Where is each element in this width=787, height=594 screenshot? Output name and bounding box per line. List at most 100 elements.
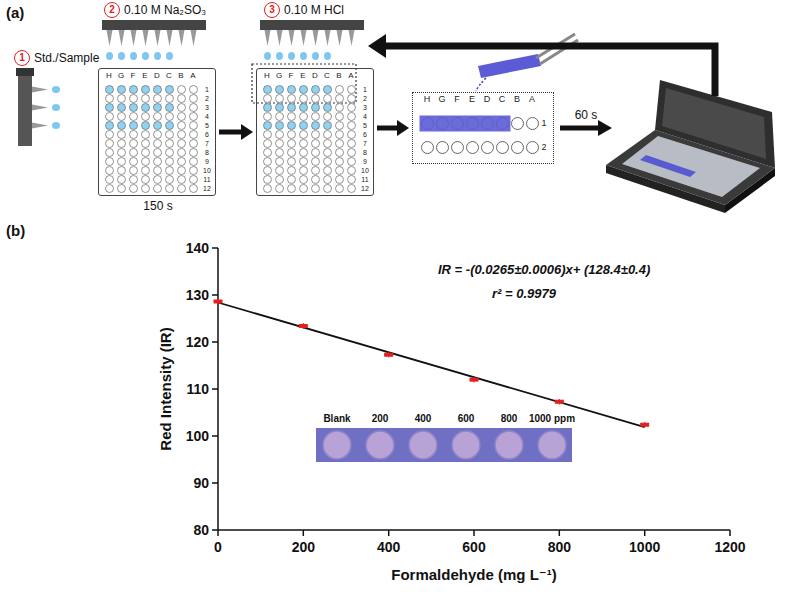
well: [288, 185, 296, 193]
well: [300, 149, 308, 157]
well: [130, 176, 138, 184]
arrow-head: [397, 120, 409, 136]
well: [106, 131, 114, 139]
selection-box: [252, 64, 356, 103]
tick-label: 80: [193, 522, 209, 539]
row-letter: G: [435, 94, 449, 104]
well: [276, 176, 284, 184]
drop: [52, 104, 60, 111]
well: [130, 149, 138, 157]
arrow-head: [598, 120, 612, 136]
well: [324, 86, 332, 94]
well: [512, 142, 524, 154]
well: [312, 86, 320, 94]
drop: [264, 52, 271, 60]
well: [142, 131, 150, 139]
well: [118, 185, 126, 193]
inset-photo: [316, 428, 572, 462]
row-letter: H: [420, 94, 434, 104]
well: [166, 158, 174, 166]
flow-arrow: [219, 124, 253, 140]
well: [118, 113, 126, 121]
well: [276, 113, 284, 121]
column-number: 5: [357, 121, 373, 130]
pipette-tip: [349, 30, 355, 46]
well: [312, 104, 320, 112]
well: [276, 86, 284, 94]
well: [336, 140, 344, 148]
well-plate: HGFEDCBA123456789101112150 s: [98, 68, 216, 196]
arrow-head: [241, 124, 253, 140]
well: [312, 122, 320, 130]
well: [154, 122, 162, 130]
tick-label: 1000: [629, 539, 660, 556]
well: [130, 113, 138, 121]
well: [264, 95, 272, 103]
pipette-tip: [167, 30, 173, 46]
column-number: 6: [199, 130, 215, 139]
well: [142, 140, 150, 148]
column-number: 4: [199, 112, 215, 121]
well: [336, 122, 344, 130]
well: [264, 167, 272, 175]
well: [118, 86, 126, 94]
column-number: 3: [199, 103, 215, 112]
well: [324, 149, 332, 157]
row-letter: H: [103, 71, 115, 80]
well: [348, 140, 356, 148]
row-letter: D: [151, 71, 163, 80]
well: [312, 167, 320, 175]
well: [154, 167, 162, 175]
row-letter: D: [309, 71, 321, 80]
leader-line: [476, 78, 486, 91]
column-number: 8: [199, 148, 215, 157]
well: [324, 95, 332, 103]
row-letter: C: [321, 71, 333, 80]
pipette-tip: [107, 30, 113, 46]
well: [348, 176, 356, 184]
reagent-label: 0.10 M HCl: [284, 3, 344, 17]
tick-label: 400: [377, 539, 400, 556]
well: [190, 185, 198, 193]
pipette-tip: [131, 30, 137, 46]
tick-label: 140: [186, 240, 209, 257]
well: [300, 86, 308, 94]
drop: [312, 52, 319, 60]
well: [106, 185, 114, 193]
drop: [324, 52, 331, 60]
well: [276, 158, 284, 166]
column-number: 7: [199, 139, 215, 148]
well: [312, 185, 320, 193]
well: [336, 176, 344, 184]
row-letter: E: [139, 71, 151, 80]
well: [336, 167, 344, 175]
well: [178, 104, 186, 112]
well: [190, 176, 198, 184]
drop: [118, 52, 125, 60]
well: [288, 104, 296, 112]
well: [276, 185, 284, 193]
well: [467, 142, 479, 154]
well: [312, 176, 320, 184]
column-number: 10: [357, 166, 373, 175]
well: [118, 167, 126, 175]
well: [336, 185, 344, 193]
well: [324, 122, 332, 130]
well: [166, 122, 174, 130]
well: [288, 167, 296, 175]
row-letter: A: [525, 94, 539, 104]
well: [527, 118, 539, 130]
well: [336, 158, 344, 166]
row-letter: E: [297, 71, 309, 80]
drop: [106, 52, 113, 60]
well: [348, 149, 356, 157]
zoom-view: HGFEDCBA12: [412, 92, 554, 164]
well: [178, 113, 186, 121]
pipette-tip: [265, 30, 271, 46]
column-number: 1: [357, 85, 373, 94]
drop: [288, 52, 295, 60]
well: [497, 142, 509, 154]
inset-label: 400: [415, 413, 432, 425]
well: [324, 104, 332, 112]
